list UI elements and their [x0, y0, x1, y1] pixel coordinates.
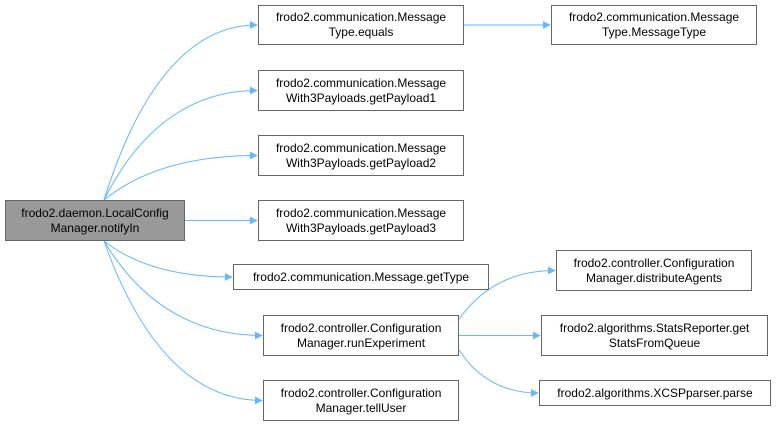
- node-label-line: frodo2.controller.Configuration: [573, 255, 735, 270]
- node-getpayload3[interactable]: frodo2.communication.Message With3Payloa…: [258, 200, 464, 241]
- node-label-line: Manager.runExperiment: [296, 335, 426, 350]
- node-label-line: frodo2.controller.Configuration: [280, 385, 442, 400]
- node-label-line: Type.equals: [328, 25, 394, 39]
- node-root-localconfigmanager-notifyin: frodo2.daemon.LocalConfig Manager.notify…: [5, 200, 185, 241]
- edge-runexp-to-xcsp: [458, 349, 539, 397]
- node-label-line: StatsFromQueue: [608, 335, 701, 350]
- node-label-line: With3Payloads.getPayload2: [285, 155, 437, 170]
- edge-root-to-payload1: [103, 86, 258, 201]
- node-getpayload1[interactable]: frodo2.communication.Message With3Payloa…: [258, 70, 464, 111]
- edge-root-to-mt_equals: [103, 21, 258, 201]
- node-label-line: Manager.distributeAgents: [585, 270, 723, 285]
- node-messagetype-equals[interactable]: frodo2.communication.Message Type.equals: [258, 5, 464, 45]
- node-message-gettype[interactable]: frodo2.communication.Message.getType: [233, 264, 489, 290]
- node-label-line: frodo2.communication.Message: [275, 75, 447, 90]
- node-label-line: frodo2.algorithms.StatsReporter.get: [559, 320, 750, 335]
- node-messagetype-messagetype[interactable]: frodo2.communication.Message Type.Messag…: [551, 5, 757, 45]
- node-statsreporter-getstatsfromqueue[interactable]: frodo2.algorithms.StatsReporter.get Stat…: [541, 315, 768, 356]
- node-configurationmanager-telluser[interactable]: frodo2.controller.Configuration Manager.…: [263, 380, 459, 421]
- node-getpayload2[interactable]: frodo2.communication.Message With3Payloa…: [258, 135, 464, 176]
- edge-root-to-gettype: [103, 240, 233, 281]
- node-configurationmanager-distributeagents[interactable]: frodo2.controller.Configuration Manager.…: [556, 250, 752, 291]
- node-label-line: Manager.notifyIn: [50, 220, 140, 235]
- node-label-line: frodo2.communication.Message: [568, 10, 740, 24]
- edge-root-to-runexp: [103, 240, 263, 340]
- node-label-line: frodo2.algorithms.XCSPparser.parse: [557, 385, 753, 400]
- node-label-line: With3Payloads.getPayload3: [285, 220, 437, 235]
- node-label-line: Manager.tellUser: [315, 400, 407, 415]
- node-label-line: With3Payloads.getPayload1: [285, 90, 437, 105]
- edge-root-to-telluser: [103, 240, 263, 405]
- node-label-line: frodo2.daemon.LocalConfig: [21, 205, 169, 220]
- edge-root-to-payload2: [103, 151, 258, 201]
- node-label-line: frodo2.controller.Configuration: [280, 320, 442, 335]
- node-label-line: frodo2.communication.Message.getType: [252, 269, 470, 284]
- node-xcspparser-parse[interactable]: frodo2.algorithms.XCSPparser.parse: [539, 380, 771, 406]
- node-label-line: frodo2.communication.Message: [275, 140, 447, 155]
- node-label-line: frodo2.communication.Message: [275, 10, 447, 24]
- node-configurationmanager-runexperiment[interactable]: frodo2.controller.Configuration Manager.…: [263, 315, 459, 356]
- node-label-line: Type.MessageType: [601, 25, 707, 39]
- edge-runexp-to-distribute: [458, 266, 556, 320]
- node-label-line: frodo2.communication.Message: [275, 205, 447, 220]
